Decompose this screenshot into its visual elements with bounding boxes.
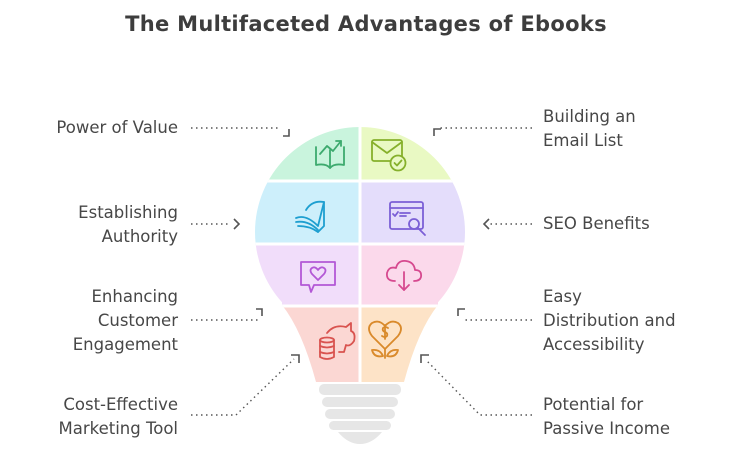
- bulb-segment-easy-distribution: [360, 244, 465, 306]
- connector-cost-effective: [191, 358, 295, 416]
- label-seo-benefits: SEO Benefits: [543, 212, 650, 236]
- label-line: Passive Income: [543, 419, 670, 438]
- corner-marker: [283, 129, 290, 137]
- label-line: Accessibility: [543, 335, 645, 354]
- connectors: [191, 127, 532, 416]
- label-passive-income: Potential for Passive Income: [543, 393, 670, 441]
- label-power-of-value: Power of Value: [56, 116, 178, 140]
- piggy-bank-icon: [319, 322, 356, 360]
- label-line: SEO Benefits: [543, 214, 650, 233]
- label-line: Establishing: [78, 203, 178, 222]
- heart-dollar-icon: [368, 320, 402, 359]
- arrow-icon: [482, 218, 490, 230]
- pages-icon: [295, 200, 325, 233]
- label-line: Potential for: [543, 395, 644, 414]
- corner-marker: [291, 354, 300, 363]
- cloud-download-icon: [386, 259, 423, 291]
- label-line: Power of Value: [56, 118, 178, 137]
- bulb-base: [319, 384, 401, 444]
- diagram-title: The Multifaceted Advantages of Ebooks: [125, 12, 607, 36]
- label-line: Email List: [543, 131, 623, 150]
- label-establishing-authority: Establishing Authority: [78, 201, 178, 249]
- label-line: Marketing Tool: [58, 419, 178, 438]
- label-line: Cost-Effective: [63, 395, 178, 414]
- label-line: Easy: [543, 287, 582, 306]
- corner-marker: [433, 128, 441, 136]
- label-line: Customer: [97, 311, 178, 330]
- arrow-icon: [233, 218, 241, 230]
- label-line: Distribution and: [543, 311, 676, 330]
- label-email-list: Building an Email List: [543, 105, 636, 153]
- book-growth-icon: [315, 140, 345, 169]
- label-line: Enhancing: [91, 287, 179, 306]
- corner-marker: [457, 308, 465, 316]
- bulb-segment-customer-engagement: [255, 244, 360, 306]
- bulb-segment-cost-effective: [255, 306, 360, 382]
- label-cost-effective: Cost-Effective Marketing Tool: [58, 393, 178, 441]
- corner-marker: [256, 308, 263, 316]
- label-easy-distribution: Easy Distribution and Accessibility: [543, 285, 676, 357]
- bulb-segment-seo-benefits: [360, 181, 465, 244]
- bulb-segment-establishing-authority: [255, 181, 360, 244]
- label-line: Building an: [543, 107, 636, 126]
- heart-chat-icon: [300, 261, 336, 293]
- label-line: Authority: [101, 227, 178, 246]
- bulb-segment-passive-income: [360, 306, 465, 382]
- email-check-icon: [371, 139, 407, 172]
- label-line: Engagement: [72, 335, 178, 354]
- search-page-icon: [389, 201, 426, 236]
- bulb-segment-email-list: [360, 127, 465, 181]
- label-customer-engagement: Enhancing Customer Engagement: [73, 285, 178, 357]
- connector-passive-income: [425, 359, 532, 416]
- corner-marker: [420, 354, 429, 363]
